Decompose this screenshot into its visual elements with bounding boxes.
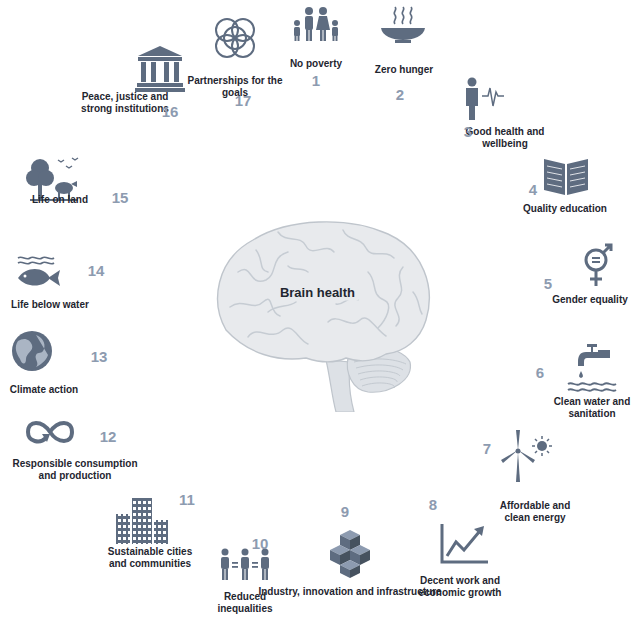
goal-name: Quality education (523, 203, 607, 215)
health-icon (466, 78, 504, 121)
equality-icon (221, 549, 269, 581)
goal-name: Life below water (11, 299, 89, 311)
family-icon (294, 7, 338, 41)
goal-number: 12 (100, 428, 117, 445)
partnership-icon (216, 19, 254, 57)
book-icon (544, 159, 588, 195)
goal-number: 10 (252, 535, 269, 552)
gender-icon (586, 245, 611, 286)
goal-number: 3 (464, 123, 472, 140)
goal-number: 6 (536, 364, 544, 381)
growth-icon (442, 524, 488, 562)
goal-number: 14 (88, 262, 105, 279)
goal-name: Zero hunger (375, 64, 433, 76)
goal-number: 4 (529, 181, 537, 198)
bowl-icon (381, 7, 425, 43)
globe-icon (12, 331, 52, 371)
goal-number: 16 (162, 103, 179, 120)
goal-name: Life on land (32, 194, 88, 206)
goal-name: Clean water and sanitation (551, 396, 633, 419)
goal-name: Affordable and clean energy (489, 500, 581, 523)
goal-number: 15 (112, 189, 129, 206)
land-icon (26, 158, 78, 200)
institution-icon (135, 46, 185, 92)
goal-number: 11 (179, 491, 195, 508)
city-icon (116, 498, 168, 544)
node-title: Brain health (277, 284, 358, 301)
infinity-icon (28, 423, 72, 442)
goal-name: No poverty (290, 58, 342, 70)
goal-name: Reduced inequalities (213, 591, 277, 614)
tap-icon (568, 344, 616, 391)
brain-shape (208, 212, 436, 412)
goal-number: 9 (341, 503, 349, 520)
goal-name: Climate action (10, 384, 78, 396)
goal-number: 8 (429, 496, 437, 513)
goal-number: 2 (396, 86, 404, 103)
brain-illustration: Brain health (208, 212, 436, 412)
goal-name: Gender equality (552, 294, 628, 306)
goal-number: 1 (312, 72, 320, 89)
cubes-icon (330, 530, 370, 578)
fish-icon (18, 257, 60, 286)
goal-number: 17 (235, 92, 252, 109)
goal-name: Good health and wellbeing (464, 126, 546, 149)
goal-number: 13 (91, 348, 108, 365)
goal-name: Industry, innovation and infrastructure (258, 586, 441, 598)
energy-icon (501, 430, 552, 482)
goal-number: 5 (544, 275, 552, 292)
goal-name: Responsible consumption and production (5, 458, 145, 481)
goal-name: Sustainable cities and communities (98, 546, 202, 569)
goal-number: 7 (483, 440, 491, 457)
